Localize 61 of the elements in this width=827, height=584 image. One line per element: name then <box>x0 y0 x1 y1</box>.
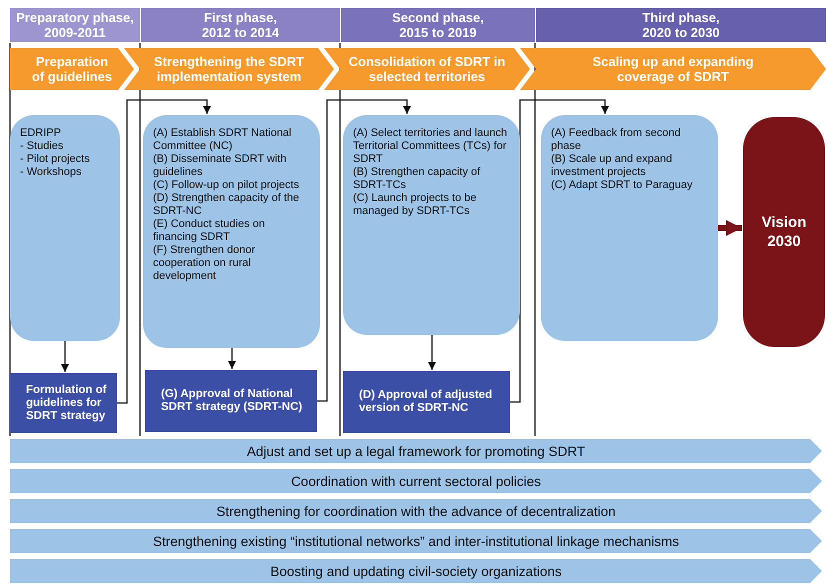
activity-text: (C) Launch projects to be managed by SDRT-TCs <box>353 192 478 218</box>
bar-text: Coordination with current sectoral policies <box>290 474 542 488</box>
connector-arrow <box>61 341 69 372</box>
phase-header <box>141 8 340 42</box>
stage-banner <box>520 48 826 90</box>
stage-banner <box>10 48 134 90</box>
activity-box <box>143 115 320 348</box>
header-text: Second phase, 2015 to 2019 <box>391 10 485 40</box>
activity-text: EDRIPP <box>20 127 62 140</box>
activity-text: (B) Disseminate SDRT with guidelines <box>153 153 288 179</box>
milestone-box <box>343 371 510 433</box>
milestone-text: (D) Approval of adjusted version of SDRT-NC <box>359 389 494 415</box>
milestone-box <box>145 370 317 432</box>
connector-arrow <box>428 335 436 370</box>
chevron-text: Consolidation of SDRT in selected territories <box>348 54 506 84</box>
connector-arrow <box>228 348 236 369</box>
thick-arrow <box>718 220 742 236</box>
header-text: Preparatory phase, 2009-2011 <box>15 10 135 40</box>
chevron-text: Preparation of guidelines <box>30 54 114 84</box>
activity-box <box>10 115 120 341</box>
connector-arrow <box>510 99 609 403</box>
activity-text: (B) Scale up and expand investment projects <box>551 153 674 179</box>
chevron-text: Scaling up and expanding coverage of SDRT <box>591 54 755 84</box>
milestone-text: Formulation of guidelines for SDRT strategy <box>26 384 108 422</box>
connector-arrow <box>317 99 411 402</box>
activity-text: (E) Conduct studies on financing SDRT <box>153 218 266 244</box>
task-band <box>10 499 822 523</box>
task-band <box>10 439 822 463</box>
chevron-text: Strengthening the SDRT implementation system <box>152 54 306 84</box>
header-text: Third phase, 2020 to 2030 <box>641 10 721 40</box>
activity-text: (A) Establish SDRT National Committee (NC) <box>153 127 292 153</box>
task-band <box>10 469 822 493</box>
bar-text: Strengthening for coordination with the advance of decentralization <box>215 504 617 518</box>
milestone-box <box>10 373 117 433</box>
bar-text: Boosting and updating civil-society organizations <box>269 564 563 578</box>
phase-header <box>341 8 535 42</box>
connector-arrow <box>117 99 211 404</box>
vision-box <box>743 117 825 347</box>
activity-text: - Pilot projects <box>20 153 91 166</box>
header-text: First phase, 2012 to 2014 <box>200 10 280 40</box>
phase-header <box>10 8 140 42</box>
activity-text: (C) Adapt SDRT to Paraguay <box>551 179 694 192</box>
stage-banner <box>324 48 530 90</box>
bar-text: Strengthening existing “institutional networks” and inter-institutional linkage mechanisms <box>152 534 680 548</box>
activity-text: (A) Feedback from second phase <box>551 127 682 153</box>
activity-text: (B) Strengthen capacity of SDRT-TCs <box>353 166 482 192</box>
activity-box <box>541 115 718 341</box>
activity-text: - Workshops <box>20 166 83 179</box>
activity-text: (A) Select territories and launch Territorial Committees (TCs) for SDRT <box>353 127 508 166</box>
task-band <box>10 529 822 553</box>
activity-text: (D) Strengthen capacity of the SDRT-NC <box>153 192 300 218</box>
milestone-text: (G) Approval of National SDRT strategy (SDRT-NC) <box>161 388 304 414</box>
vision-text: Vision 2030 <box>760 213 808 251</box>
task-band <box>10 559 822 583</box>
activity-text: - Studies <box>20 140 64 153</box>
stage-banner <box>124 48 334 90</box>
activity-text: (F) Strengthen donor cooperation on rural development <box>153 244 256 283</box>
activity-box <box>343 115 520 335</box>
activity-text: (C) Follow-up on pilot projects <box>153 179 300 192</box>
bar-text: Adjust and set up a legal framework for promoting SDRT <box>246 444 586 458</box>
phase-header <box>536 8 826 42</box>
